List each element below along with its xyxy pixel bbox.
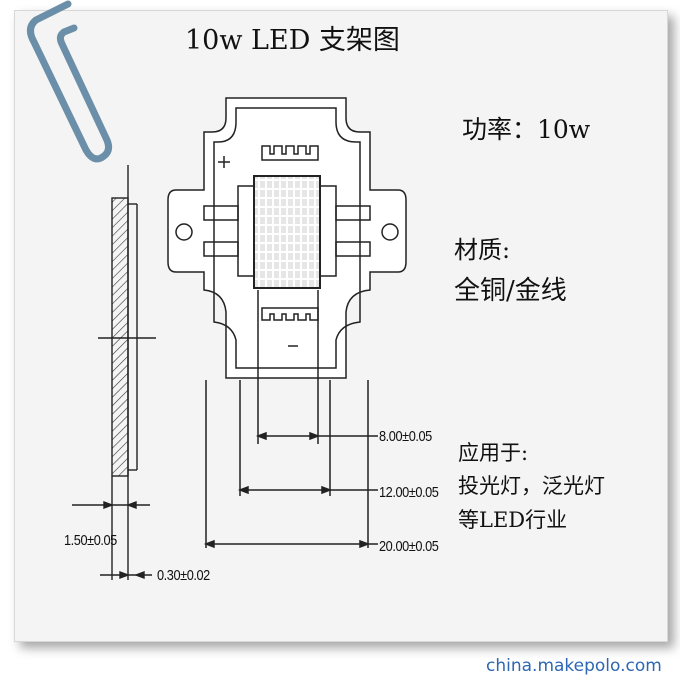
page-title: 10w LED 支架图 [185,25,400,56]
dimension-outer: 20.00±0.05 [379,538,439,555]
application-label: 应用于: [458,441,529,465]
top-view [167,97,407,549]
material-value: 全铜/金线 [454,276,567,306]
side-view [72,165,156,580]
dimension-middle: 12.00±0.05 [379,484,439,501]
paperclip-icon [27,0,113,163]
dimension-thickness: 1.50±0.05 [64,532,117,549]
material-label: 材质: [454,236,511,264]
application-line-2: 等LED行业 [458,508,568,532]
watermark: china.makepolo.com [486,656,662,676]
dimension-inner: 8.00±0.05 [379,428,432,445]
application-line-1: 投光灯，泛光灯 [458,474,605,498]
power-note: 功率：10w [462,115,591,144]
dimension-offset: 0.30±0.02 [157,567,210,584]
